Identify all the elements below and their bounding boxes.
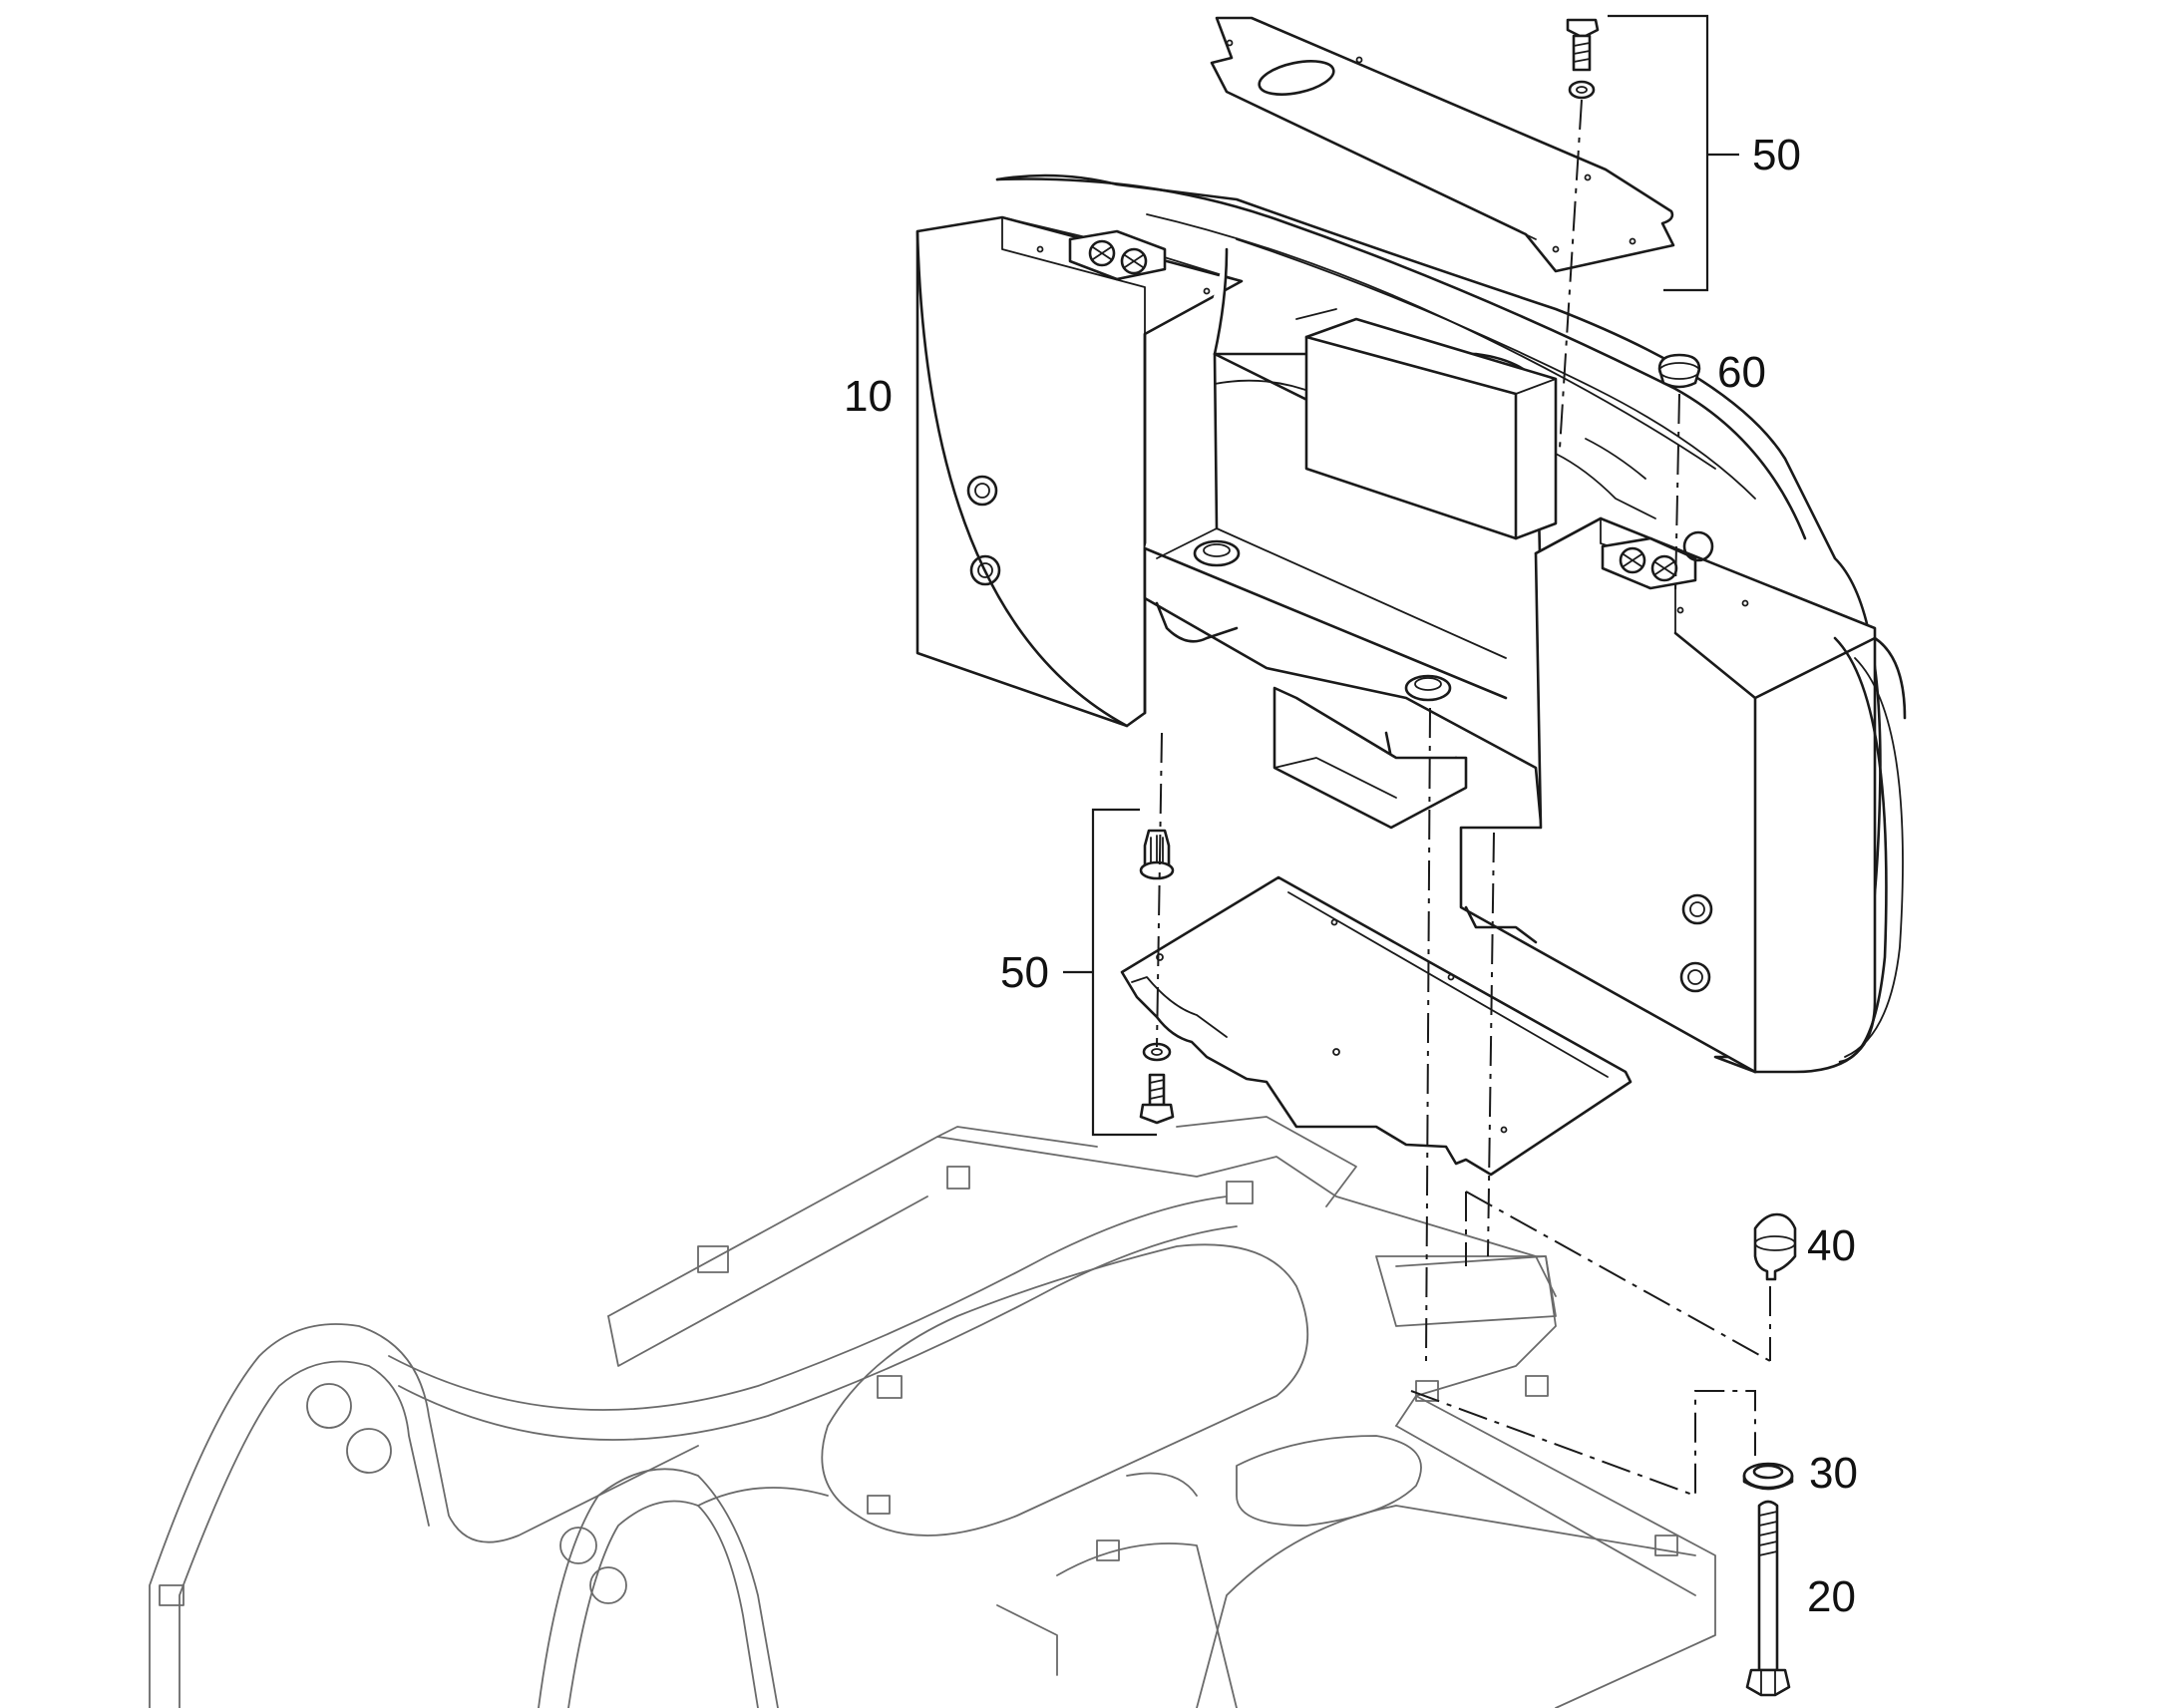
counterweight-body xyxy=(915,173,1907,1074)
callout-brackets xyxy=(1063,14,1739,1137)
callout-50-top: 50 xyxy=(1752,131,1801,179)
upper-frame xyxy=(149,1116,1716,1708)
bottom-plate xyxy=(1120,875,1633,1177)
callout-30: 30 xyxy=(1809,1449,1858,1498)
callout-20: 20 xyxy=(1807,1572,1856,1621)
top-bolt xyxy=(1566,18,1600,100)
bolt-20 xyxy=(1745,1500,1791,1697)
callout-10: 10 xyxy=(844,372,893,421)
callout-60: 60 xyxy=(1717,348,1766,397)
callout-50-bottom: 50 xyxy=(1000,948,1049,997)
top-cover-plate xyxy=(1210,16,1675,273)
assembly-center-lines xyxy=(1156,99,1771,1498)
cap-40 xyxy=(1753,1212,1797,1281)
plug-60 xyxy=(1657,353,1701,389)
bottom-stud-stack xyxy=(1139,829,1175,1125)
callout-40: 40 xyxy=(1807,1221,1856,1270)
washer-30 xyxy=(1742,1462,1794,1491)
